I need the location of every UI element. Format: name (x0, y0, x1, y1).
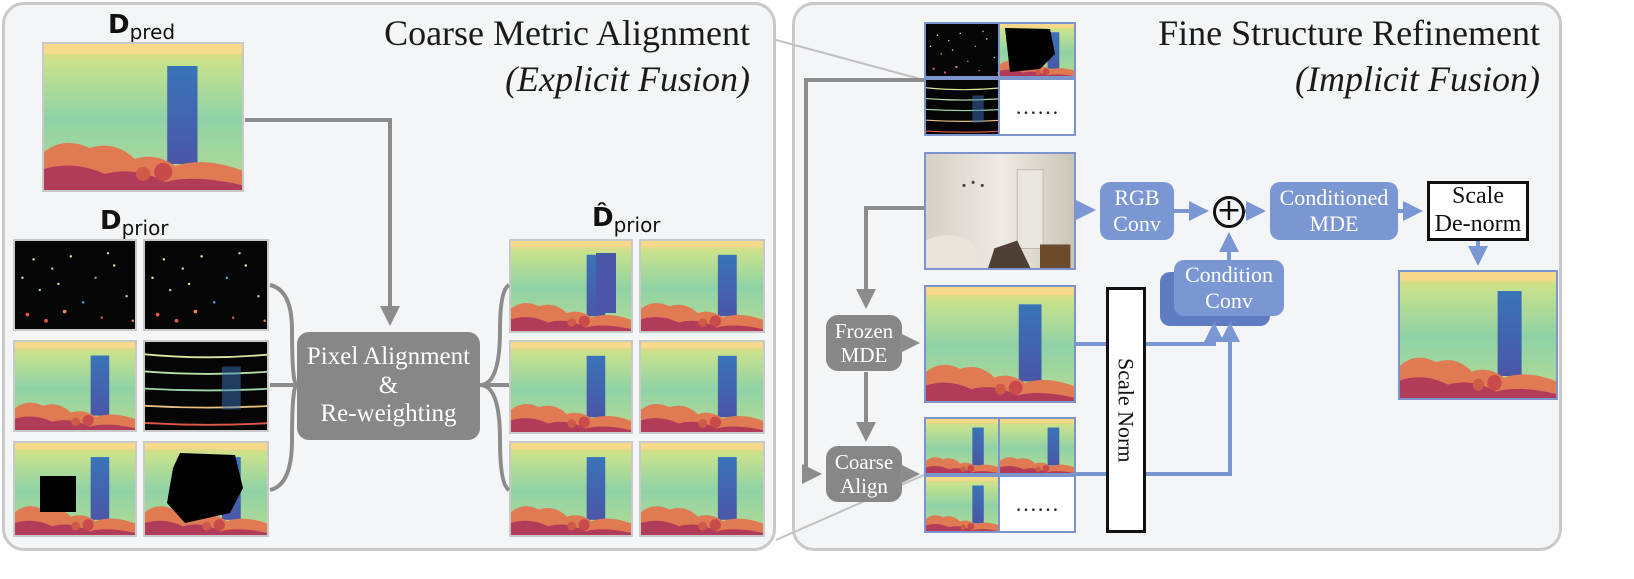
aligned-prior-2 (639, 239, 765, 333)
pixel-alignment-reweighting-box: Pixel Alignment & Re-weighting (297, 332, 480, 440)
top-prior-ellipsis: …… (998, 78, 1076, 136)
prior-depth-square-hole (13, 441, 137, 537)
d-pred-label: Dpred (108, 10, 176, 45)
d-prior-label: Dprior (100, 206, 169, 241)
d-pred-depth-map (42, 42, 244, 192)
rgb-input-image (924, 152, 1076, 270)
bottom-aligned-ellipsis: …… (998, 475, 1076, 533)
aligned-prior-4 (639, 340, 765, 434)
coarse-align-box: Coarse Align (826, 446, 902, 502)
frozen-mde-depth (924, 285, 1076, 403)
output-depth-map (1398, 270, 1558, 400)
scale-norm-box: Scale Norm (1106, 287, 1146, 533)
prior-lidar-lines (143, 340, 269, 432)
scale-denorm-box: Scale De-norm (1427, 181, 1529, 241)
frozen-mde-box: Frozen MDE (826, 315, 902, 371)
prior-depth-large-hole (143, 441, 269, 537)
plus-symbol: + (1216, 192, 1242, 228)
explicit-fusion-subtitle: (Explicit Fusion) (505, 59, 750, 99)
fine-structure-refinement-title: Fine Structure Refinement (1158, 13, 1540, 53)
bottom-aligned-2 (998, 417, 1076, 475)
prior-sparse-points-1 (13, 239, 137, 331)
scale-norm-text: Scale Norm (1113, 357, 1139, 463)
top-prior-hole (998, 22, 1076, 78)
aligned-prior-3 (509, 340, 633, 434)
plus-fusion-icon: + (1213, 192, 1245, 228)
aligned-prior-1 (509, 239, 633, 333)
ellipsis-top-text: …… (1015, 94, 1059, 119)
d-prior-hat-label: D̂prior (592, 203, 661, 238)
prior-sparse-points-2 (143, 239, 269, 331)
aligned-prior-5 (509, 441, 633, 537)
aligned-prior-6 (639, 441, 765, 537)
rgb-conv-box: RGB Conv (1100, 182, 1174, 240)
prior-depth-low-res (13, 340, 137, 432)
ellipsis-bottom-text: …… (1015, 491, 1059, 516)
coarse-metric-alignment-title: Coarse Metric Alignment (384, 13, 750, 53)
implicit-fusion-subtitle: (Implicit Fusion) (1295, 59, 1540, 99)
condition-conv-box: Condition Conv (1174, 260, 1284, 316)
conditioned-mde-box: Conditioned MDE (1270, 182, 1398, 240)
